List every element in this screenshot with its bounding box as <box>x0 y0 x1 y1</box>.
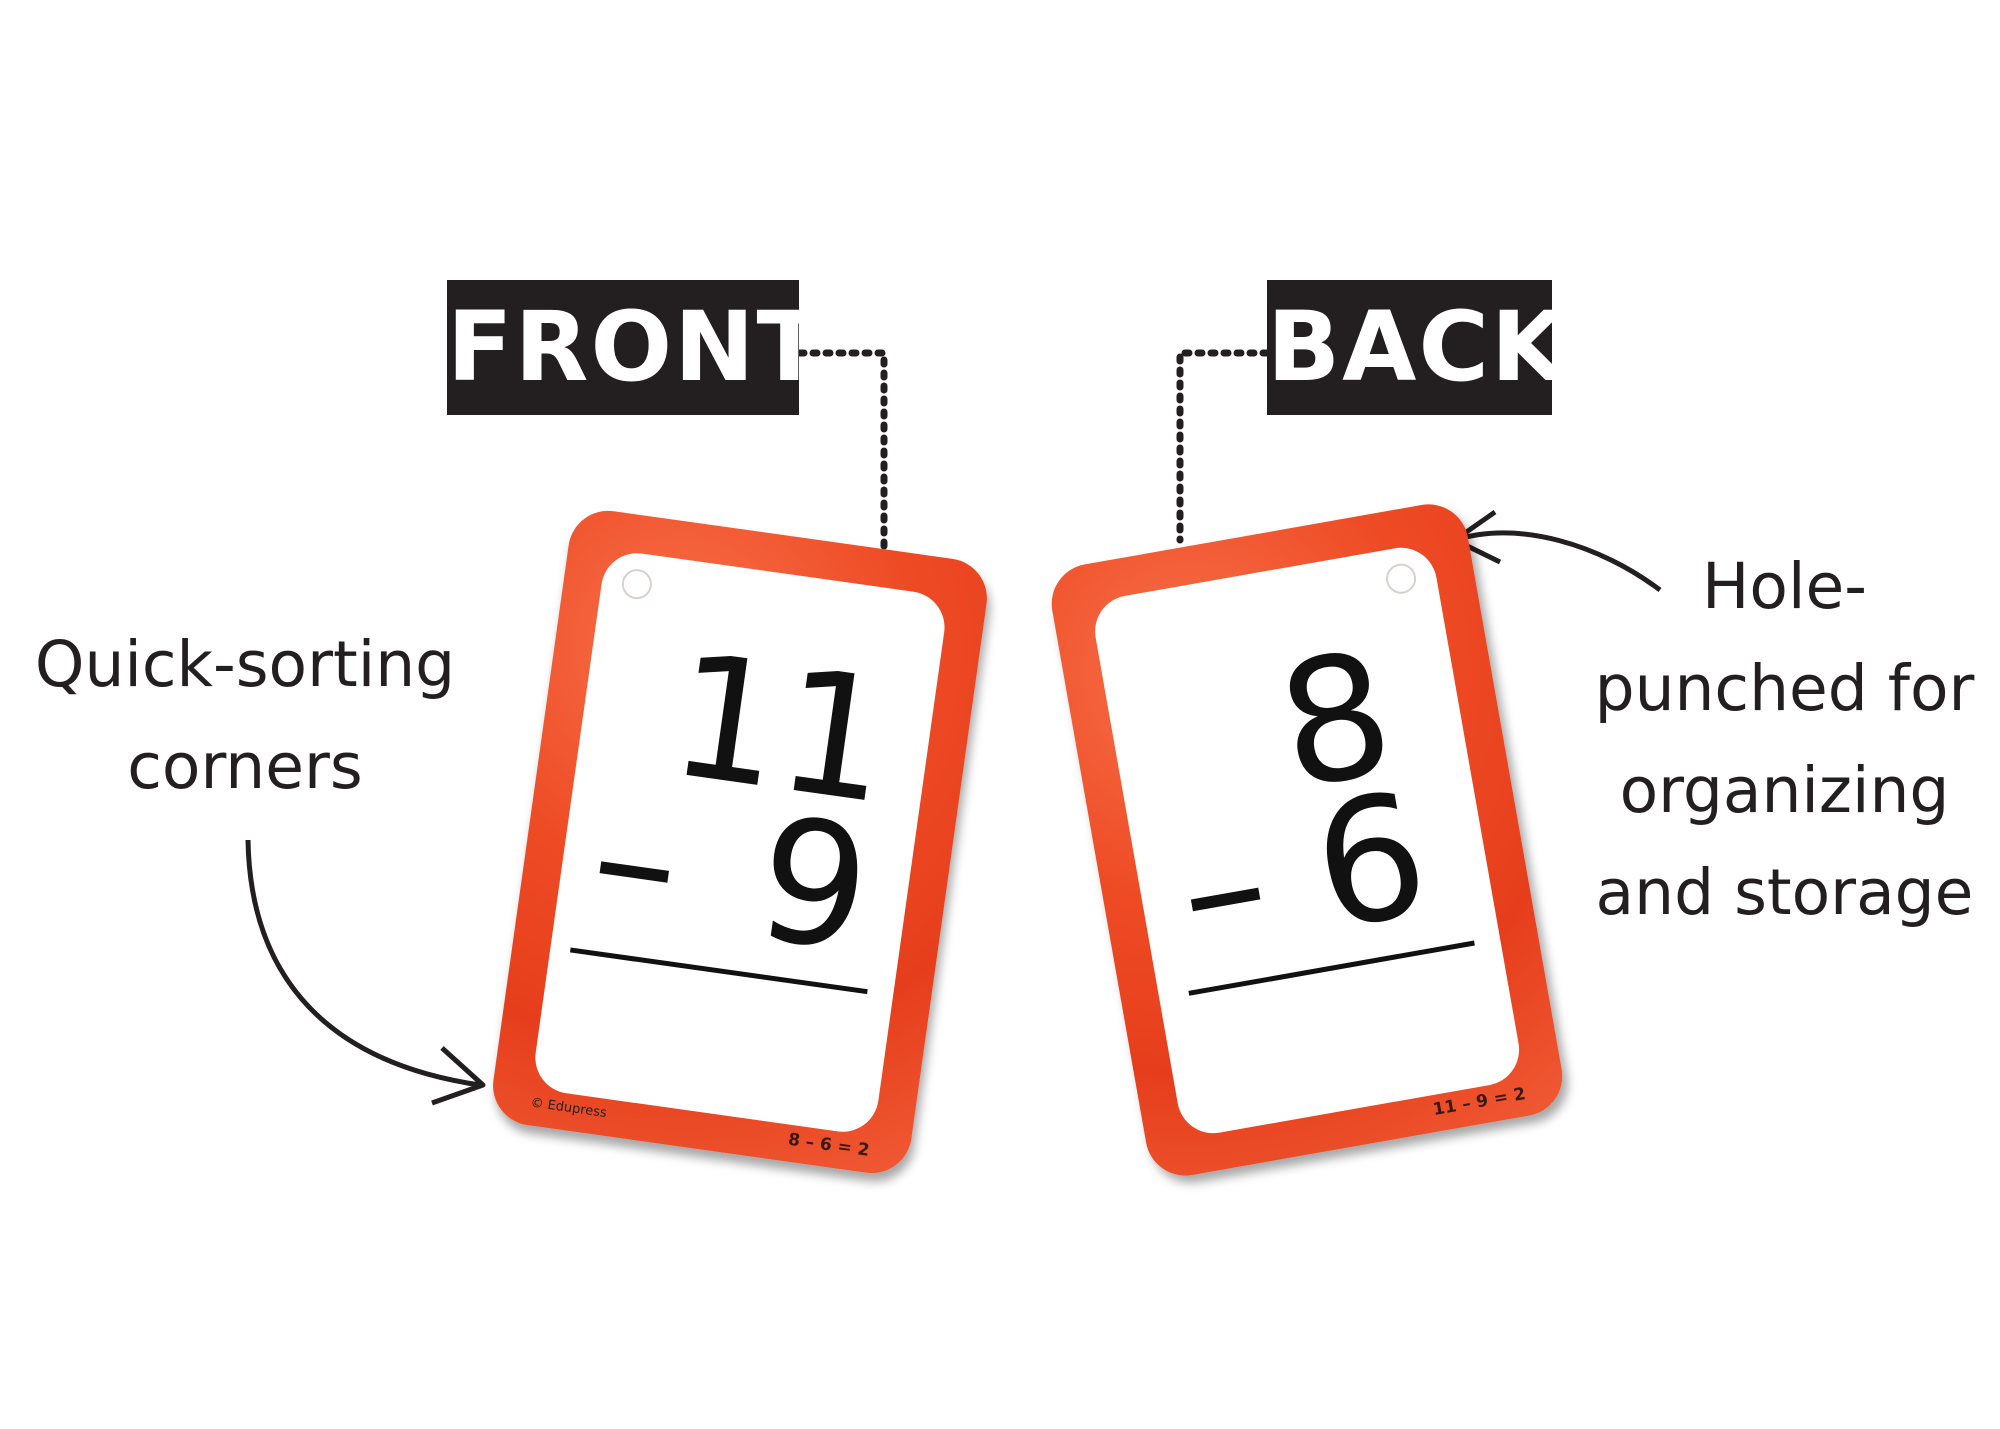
hole-punched-callout: Hole- punched for organizing and storage <box>1572 536 1997 944</box>
front-flash-card: 11 – 9 © Edupress 8 – 6 = 2 <box>487 505 993 1179</box>
callout-line: Quick-sorting <box>34 628 456 701</box>
copyright-text: © Edupress <box>529 1095 608 1122</box>
front-connector <box>796 349 888 557</box>
callout-line: corners <box>127 730 363 803</box>
callout-line: organizing <box>1619 754 1950 827</box>
left-arrow-curve <box>245 839 481 1088</box>
callout-line: and storage <box>1595 856 1974 929</box>
back-connector <box>1176 349 1271 544</box>
footer-equation: 8 – 6 = 2 <box>786 1129 871 1161</box>
quick-sorting-callout: Quick-sorting corners <box>10 614 480 818</box>
callout-line: punched for <box>1594 652 1975 725</box>
front-label: FRONT <box>447 280 822 415</box>
bottom-number: 9 <box>746 780 881 992</box>
card-face: 8 – 6 <box>1089 542 1525 1139</box>
minus-operator: – <box>1164 783 1283 994</box>
callout-line: Hole- <box>1702 550 1867 623</box>
bottom-number: 6 <box>1300 755 1442 970</box>
back-label: BACK <box>1267 280 1565 415</box>
minus-operator: – <box>580 756 692 965</box>
right-arrow-curve <box>1454 530 1662 593</box>
punch-hole-icon <box>1383 561 1419 597</box>
left-arrow-head-icon <box>431 1046 486 1106</box>
card-face: 11 – 9 <box>530 548 950 1137</box>
punch-hole-icon <box>619 567 654 602</box>
